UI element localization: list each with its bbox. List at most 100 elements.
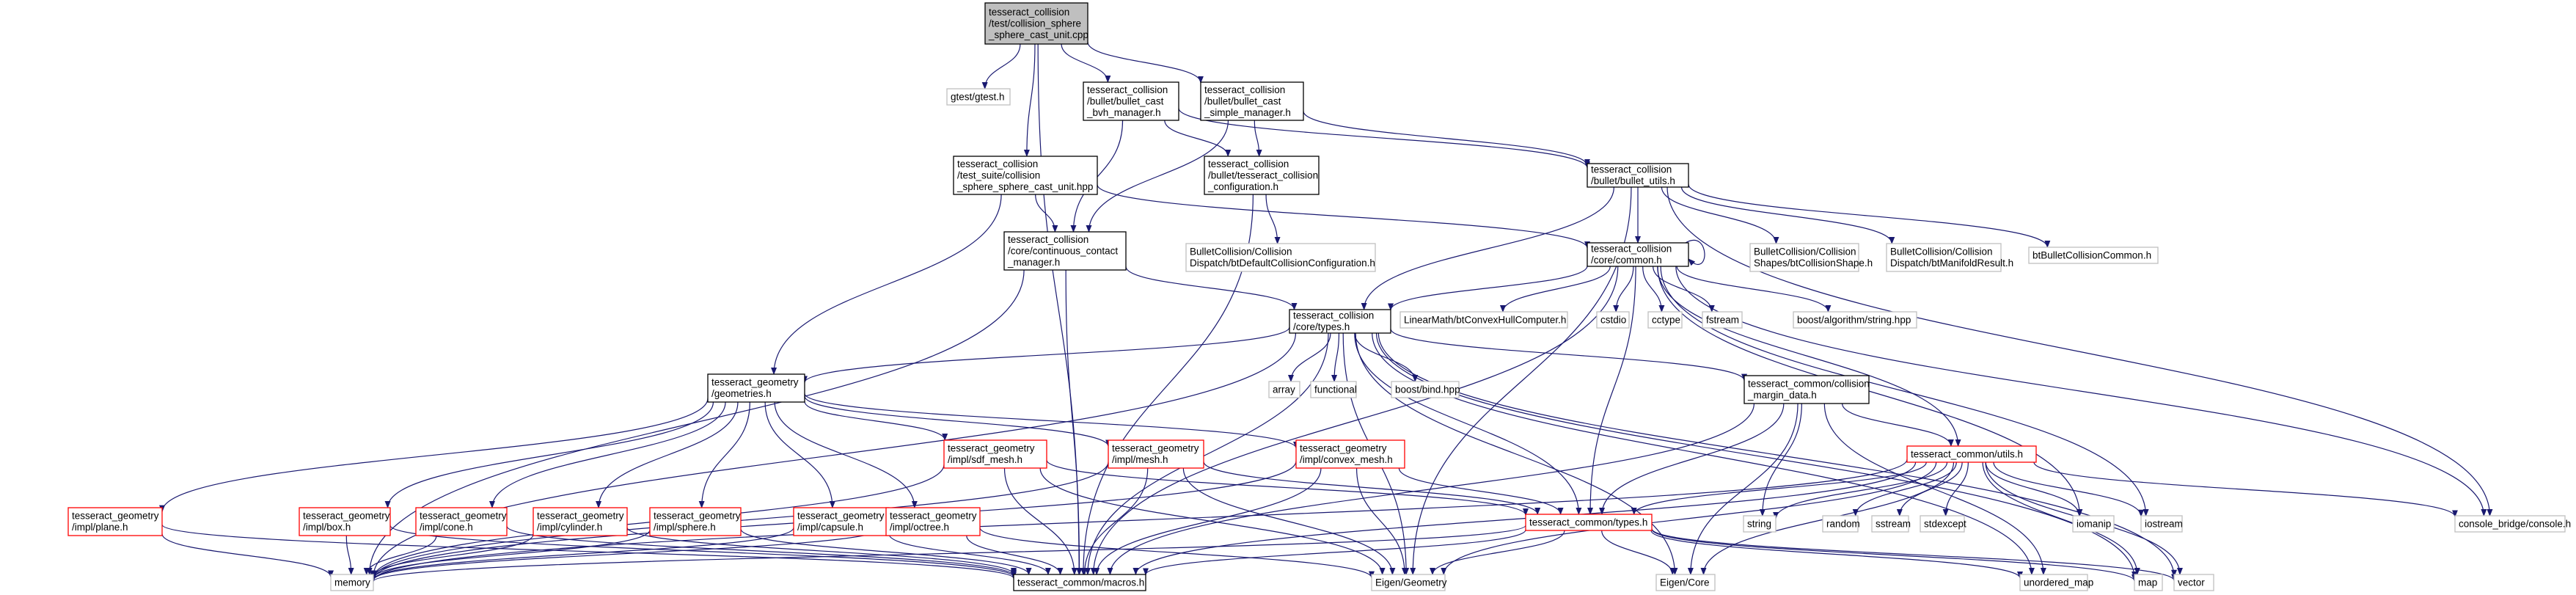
node-label: fstream — [1706, 314, 1739, 325]
node-plane[interactable]: tesseract_geometry/impl/plane.h — [67, 507, 163, 536]
node-label: /core/common.h — [1591, 255, 1662, 266]
edge-commtypes-to-map — [1651, 528, 2137, 582]
node-box — [1920, 515, 1965, 533]
node-simple[interactable]: tesseract_collision/bullet/bullet_cast_s… — [1200, 81, 1304, 121]
edge-geoms-to-mesh — [804, 395, 1111, 448]
node-box — [946, 88, 1011, 106]
node-vector: vector — [2173, 574, 2214, 591]
node-cutils[interactable]: tesseract_common/utils.h — [1906, 445, 2037, 463]
node-box — [885, 507, 981, 536]
node-label: /bullet/bullet_cast — [1087, 95, 1164, 106]
edge-tcconfig-to-btdefault — [1265, 194, 1281, 244]
node-label: cctype — [1652, 314, 1680, 325]
node-box — [1871, 515, 1909, 533]
node-label: string — [1747, 518, 1771, 529]
node-label: tesseract_collision — [1204, 84, 1285, 95]
edge-root-to-macros — [1037, 43, 1083, 575]
node-ctypes[interactable]: tesseract_collision/core/types.h — [1289, 309, 1391, 334]
edge-ccommon-to-iostream — [1660, 266, 2149, 516]
node-ccm[interactable]: tesseract_collision/core/continuous_cont… — [1003, 231, 1127, 271]
node-butils[interactable]: tesseract_collision/bullet/bullet_utils.… — [1587, 163, 1689, 188]
edge-cutils-to-random — [1852, 461, 1957, 516]
node-umap: unordered_map — [2019, 574, 2093, 591]
node-label: console_bridge/console.h — [2459, 518, 2571, 529]
node-macros[interactable]: tesseract_common/macros.h — [1013, 574, 1146, 591]
node-box — [2028, 247, 2159, 264]
edge-ccm-to-ctypes — [1125, 266, 1298, 310]
node-octree[interactable]: tesseract_geometry/impl/octree.h — [885, 507, 981, 536]
node-convex[interactable]: tesseract_geometry/impl/convex_mesh.h — [1295, 439, 1405, 469]
node-geoms[interactable]: tesseract_geometry/geometries.h — [707, 373, 805, 403]
node-label: tesseract_geometry — [654, 511, 741, 522]
edge-ctypes-to-commtypes — [1354, 332, 1582, 515]
edge-bvh-to-ccm — [1070, 120, 1124, 233]
node-ccommon[interactable]: tesseract_collision/core/common.h — [1587, 242, 1689, 267]
edge-butils-to-btshape — [1661, 186, 1779, 244]
node-label: _margin_data.h — [1747, 390, 1817, 401]
node-cctype: cctype — [1647, 311, 1683, 329]
edge-ctypes-to-macros — [1084, 332, 1329, 575]
node-margin[interactable]: tesseract_common/collision_margin_data.h — [1743, 375, 1870, 404]
node-label: BulletCollision/Collision — [1890, 247, 1993, 258]
node-label: memory — [334, 577, 370, 588]
node-box — [649, 507, 742, 536]
edge-commtypes-to-macros — [1143, 529, 1526, 576]
edge-geoms-to-box — [384, 401, 714, 508]
node-label: btBulletCollisionCommon.h — [2032, 249, 2151, 260]
node-cstdio: cstdio — [1596, 311, 1630, 329]
node-tcconfig[interactable]: tesseract_collision/bullet/tesseract_col… — [1204, 156, 1320, 195]
node-label: _sphere_sphere_cast_unit.hpp — [956, 181, 1093, 192]
node-sdf[interactable]: tesseract_geometry/impl/sdf_mesh.h — [943, 439, 1047, 469]
node-console: console_bridge/console.h — [2454, 515, 2571, 533]
edge-root-to-simple — [1087, 42, 1204, 84]
node-commtypes[interactable]: tesseract_common/types.h — [1525, 514, 1653, 531]
node-memory: memory — [330, 574, 374, 591]
node-box — [415, 507, 508, 536]
edge-ctypes-to-umap — [1372, 332, 2035, 575]
edge-sphere-to-macros — [740, 528, 1032, 575]
edge-cutils-to-map — [1982, 461, 2140, 575]
node-cone[interactable]: tesseract_geometry/impl/cone.h — [415, 507, 508, 536]
edge-plane-to-memory — [161, 533, 334, 578]
node-label: tesseract_geometry — [72, 511, 159, 522]
edges-layer — [159, 42, 2493, 583]
node-box[interactable]: tesseract_geometry/impl/box.h — [299, 507, 391, 536]
node-box — [1906, 445, 2037, 463]
node-label: /test_suite/collision — [957, 169, 1040, 180]
node-box — [943, 439, 1047, 469]
edge-root-to-bvh — [1061, 43, 1111, 83]
node-label: tesseract_collision — [957, 158, 1038, 169]
edge-ccommon-to-fstream — [1653, 266, 1715, 313]
edge-cutils-to-string — [1773, 461, 1948, 519]
node-box — [1185, 243, 1376, 272]
node-array: array — [1268, 381, 1300, 398]
node-btmanifold: BulletCollision/CollisionDispatch/btMani… — [1886, 243, 2013, 272]
node-label: unordered_map — [2024, 577, 2093, 588]
node-mesh[interactable]: tesseract_geometry/impl/mesh.h — [1108, 439, 1204, 469]
edge-convex-to-macros — [1094, 467, 1322, 575]
node-label: _configuration.h — [1207, 181, 1278, 192]
node-label: tesseract_collision — [989, 7, 1069, 18]
edge-geoms-to-octree — [774, 401, 918, 508]
node-box — [1596, 311, 1630, 329]
edge-simple-to-ccm — [1086, 120, 1229, 233]
edge-cutils-to-memory — [370, 459, 1908, 582]
node-bvh[interactable]: tesseract_collision/bullet/bullet_cast_b… — [1083, 81, 1179, 121]
node-cylinder[interactable]: tesseract_geometry/impl/cylinder.h — [533, 507, 628, 536]
edge-ctypes-to-array — [1288, 332, 1331, 382]
node-capsule[interactable]: tesseract_geometry/impl/capsule.h — [793, 507, 890, 536]
edge-margin-to-commtypes — [1599, 403, 1785, 515]
node-iostream: iostream — [2140, 515, 2183, 533]
node-label: tesseract_common/utils.h — [1911, 448, 2023, 459]
node-box — [707, 373, 805, 403]
node-label: /impl/octree.h — [890, 522, 949, 533]
node-box — [984, 2, 1088, 45]
node-suite[interactable]: tesseract_collision/test_suite/collision… — [953, 156, 1098, 195]
node-root[interactable]: tesseract_collision/test/collision_spher… — [984, 2, 1088, 45]
node-label: tesseract_geometry — [711, 377, 799, 388]
node-sphere[interactable]: tesseract_geometry/impl/sphere.h — [649, 507, 742, 536]
node-label: tesseract_collision — [1591, 164, 1672, 175]
node-label: tesseract_collision — [1293, 310, 1374, 321]
edge-cutils-to-console — [2033, 461, 2458, 518]
edge-geoms-to-sphere — [698, 401, 750, 508]
